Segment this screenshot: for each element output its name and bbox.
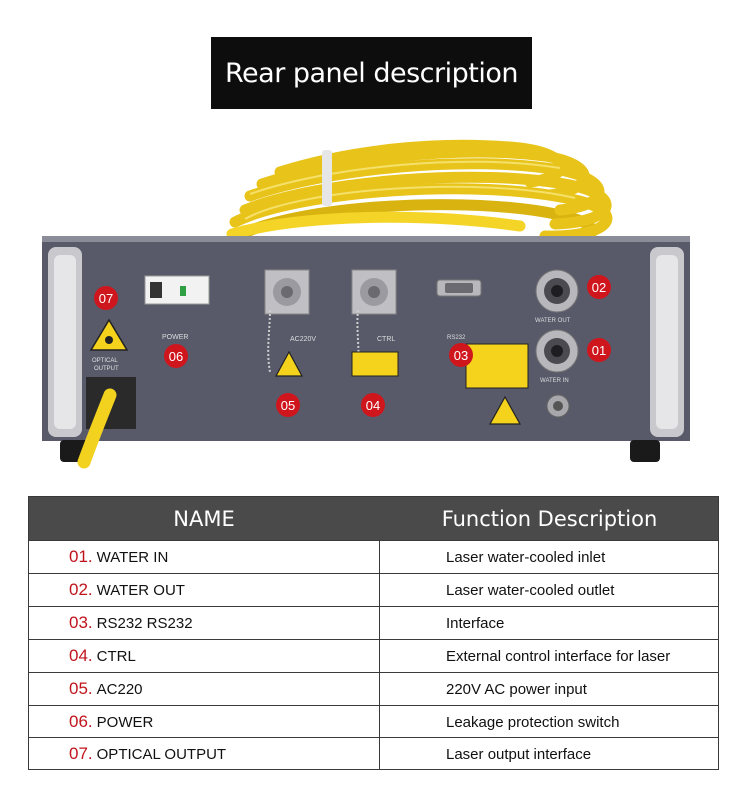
table-header: NAME Function Description [29, 497, 718, 540]
table-row: 07.OPTICAL OUTPUT Laser output interface [29, 737, 718, 770]
power-label: POWER [162, 334, 188, 341]
header-function: Function Description [441, 506, 658, 531]
spec-table: NAME Function Description 01.WATER IN La… [28, 496, 719, 770]
row-name: 06.POWER [69, 712, 154, 731]
foot-right [630, 440, 660, 462]
rear-panel-illustration: POWER OPTICAL OUTPUT AC220V CTRL RS232 W… [42, 139, 690, 469]
svg-text:05: 05 [281, 398, 295, 413]
row-name: 02.WATER OUT [69, 580, 185, 599]
svg-text:AC220V: AC220V [290, 336, 316, 343]
power-switch [144, 275, 210, 305]
rs232-port [436, 279, 482, 297]
water-out-connector [535, 269, 579, 313]
row-name: 05.AC220 [69, 679, 143, 698]
badge-01: 01 [587, 338, 611, 362]
row-function: External control interface for laser [446, 647, 671, 665]
table-row: 03.RS232 RS232 Interface [29, 606, 718, 639]
right-handle [650, 247, 684, 437]
rs232-warning-label [465, 343, 529, 389]
header-name: NAME [173, 506, 235, 531]
output-fiber [77, 388, 117, 469]
table-row: 04.CTRL External control interface for l… [29, 639, 718, 672]
water-in-connector [535, 329, 579, 373]
svg-text:RS232: RS232 [447, 335, 466, 341]
row-name: 07.OPTICAL OUTPUT [69, 744, 227, 763]
badge-03: 03 [449, 343, 473, 367]
row-name: 03.RS232 RS232 [69, 613, 193, 632]
table-row: 06.POWER Leakage protection switch [29, 705, 718, 738]
svg-text:WATER OUT: WATER OUT [535, 318, 571, 324]
ctrl-connector [351, 269, 399, 377]
cable-tie [322, 150, 332, 206]
ground-terminal [546, 394, 570, 418]
badge-06: 06 [164, 344, 188, 368]
page-title: Rear panel description [211, 37, 532, 109]
row-name: 01.WATER IN [69, 547, 169, 566]
svg-text:CTRL: CTRL [377, 336, 395, 343]
badge-07: 07 [94, 286, 118, 310]
row-function: Laser water-cooled inlet [446, 548, 606, 566]
svg-text:01: 01 [592, 343, 606, 358]
svg-text:07: 07 [99, 291, 113, 306]
row-name: 04.CTRL [69, 646, 136, 665]
badge-02: 02 [587, 275, 611, 299]
ac220-connector [264, 269, 310, 377]
svg-text:04: 04 [366, 398, 380, 413]
table-row: 02.WATER OUT Laser water-cooled outlet [29, 573, 718, 606]
electrical-warning [488, 395, 522, 425]
badge-05: 05 [276, 393, 300, 417]
table-row: 01.WATER IN Laser water-cooled inlet [29, 540, 718, 573]
laser-warning-sign [89, 318, 129, 351]
svg-text:02: 02 [592, 280, 606, 295]
table-row: 05.AC220 220V AC power input [29, 672, 718, 705]
row-function: Leakage protection switch [446, 713, 620, 731]
left-handle [48, 247, 82, 437]
svg-text:OUTPUT: OUTPUT [94, 366, 119, 372]
row-function: Interface [446, 614, 505, 632]
svg-text:OPTICAL: OPTICAL [92, 358, 118, 364]
row-function: Laser output interface [446, 745, 592, 763]
row-function: 220V AC power input [446, 680, 587, 698]
svg-text:WATER IN: WATER IN [540, 378, 569, 384]
svg-text:06: 06 [169, 349, 183, 364]
svg-text:03: 03 [454, 348, 468, 363]
row-function: Laser water-cooled outlet [446, 581, 615, 599]
badge-04: 04 [361, 393, 385, 417]
